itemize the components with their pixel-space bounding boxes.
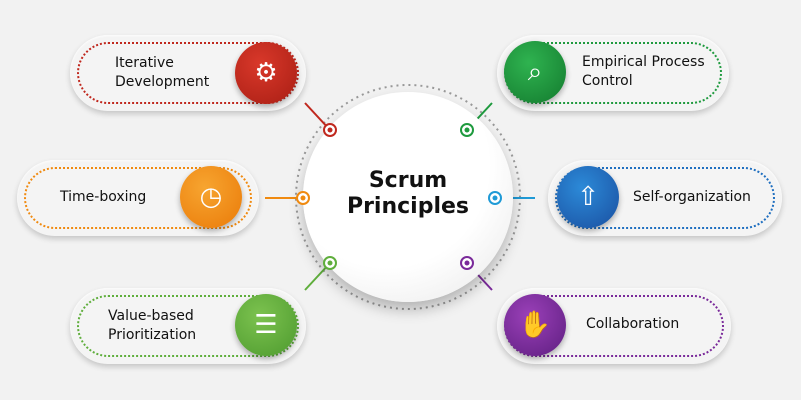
clock-hourglass-icon: ◷ [180,166,242,228]
label-line: Prioritization [108,327,197,343]
label-line: Control [582,73,633,89]
title-line1: Scrum [368,168,448,193]
principle-label: Collaboration [586,315,679,334]
cycle-gear-icon: ⚙ [235,42,297,104]
title-line2: Principles [346,194,470,219]
label-line: Self-organization [633,189,751,205]
analytics-magnifier-icon: ⌕ [504,41,566,103]
center-circle [303,92,513,302]
label-line: Development [115,74,210,90]
principle-label: Self-organization [633,188,751,207]
label-line: Time-boxing [60,189,147,205]
handshake-team-icon: ✋ [504,294,566,356]
team-arrows-icon: ⇧ [557,166,619,228]
principle-label: Time-boxing [60,188,146,207]
priority-list-icon: ☰ [235,294,297,356]
label-line: Empirical Process [582,54,705,70]
label-line: Value-based [108,308,194,324]
label-line: Iterative [115,55,174,71]
label-line: Collaboration [586,316,680,332]
